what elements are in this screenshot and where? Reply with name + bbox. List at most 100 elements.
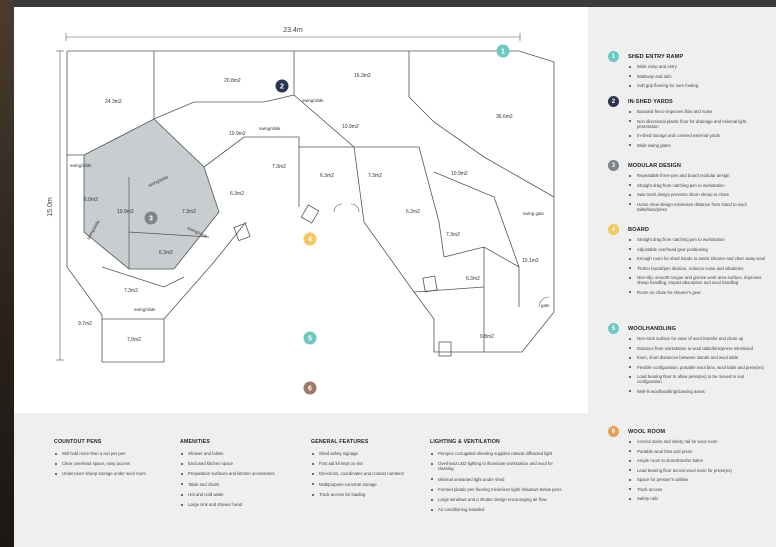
column-title: LIGHTING & VENTILATION <box>430 439 501 445</box>
marker-6 <box>303 381 317 395</box>
outer-wall-left <box>66 51 247 363</box>
list-item: Shower and toilets <box>180 451 300 456</box>
room-area: 6.0m2 <box>84 197 98 203</box>
list-item: Perspex corrugated sheeting supplies nat… <box>430 451 565 456</box>
column-title: COUNTOUT PENS <box>54 439 102 445</box>
list-item: Well-lit woolhandling/classing areas <box>628 389 768 394</box>
section-title: SHED ENTRY RAMP <box>628 53 684 60</box>
list-item: Straight drag from catching pen to works… <box>628 183 768 188</box>
room-area: 7.3m2 <box>368 173 382 179</box>
list-item: Ample room to store/transfer bales <box>628 458 768 463</box>
list-item: Flexible configuration, portable wool bi… <box>628 365 768 370</box>
section-number-badge: 1 <box>608 51 619 62</box>
room-area: 9.7m2 <box>78 321 92 327</box>
room-area: 9.8m2 <box>480 334 494 340</box>
marker-1 <box>496 44 510 58</box>
room-area: 36.6m2 <box>496 114 513 120</box>
room-area: 16.3m2 <box>354 73 371 79</box>
list-item: Wide swing gates <box>628 143 768 148</box>
list-item: Non directional plastic floor for draina… <box>628 119 768 129</box>
list-item: Undercover sheep storage under wool room <box>54 471 174 476</box>
list-item: Formed plastic pen flooring minimises li… <box>430 487 565 492</box>
background-photo-strip <box>0 0 14 547</box>
general-features-column: GENERAL FEATURES Shed safety signage Fir… <box>311 439 431 502</box>
list-item: In-shed storage and covered external yar… <box>628 133 768 138</box>
room-area: 7.3m2 <box>182 209 196 215</box>
column-title: GENERAL FEATURES <box>311 439 369 445</box>
room-area: 10.9m2 <box>117 209 134 215</box>
list-item: Enclosed kitchen space <box>180 461 300 466</box>
list-item: Large sink and shower head <box>180 502 300 507</box>
room-area: 6.3m2 <box>320 173 334 179</box>
list-item: Enough room for shed hands to assist she… <box>628 256 768 261</box>
swing-slide-label: swing/slide <box>70 163 92 168</box>
list-item: Boarded fence improves flow and noise <box>628 109 768 114</box>
list-item: Minimal unwanted light under shed <box>430 477 565 482</box>
section-number-badge: 5 <box>608 323 619 334</box>
list-item: Distance from workstation to wool table/… <box>628 346 768 351</box>
list-item: Straight drag from catching pen to works… <box>628 237 768 242</box>
list-item: Even, short distances between stands and… <box>628 355 768 360</box>
countout-pens-column: COUNTOUT PENS Will hold more than a run … <box>54 439 174 482</box>
legend-section-3: 3 MODULAR DESIGN Repeatable three pen and… <box>608 160 768 216</box>
width-dimension: 23.4m <box>283 27 303 34</box>
marker-2-number: 2 <box>280 84 284 91</box>
general-features-panel: COUNTOUT PENS Will hold more than a run … <box>14 413 588 547</box>
list-item: Non-stick surface for ease of wool trans… <box>628 336 768 341</box>
section-number-badge: 6 <box>608 426 619 437</box>
room-area: 7.3m2 <box>272 164 286 170</box>
column-title: AMENITIES <box>180 439 211 445</box>
list-item: Portable wool bins and press <box>628 449 768 454</box>
room-area: 7.0m2 <box>127 337 141 343</box>
section-number-badge: 3 <box>608 160 619 171</box>
room-area: 24.3m2 <box>105 99 122 105</box>
list-item: Overhead LED lighting to illuminate work… <box>430 461 565 471</box>
list-item: Saw tooth design prevents shorn sheep to… <box>628 192 768 197</box>
marker-4-number: 4 <box>308 237 312 244</box>
list-item: Preparation surfaces and kitchen accesso… <box>180 471 300 476</box>
list-item: Adjustable overhead gear positioning <box>628 247 768 252</box>
list-item: Room on chute for shearer's gear <box>628 290 768 295</box>
list-item: Horse shoe design minimises distance fro… <box>628 202 768 212</box>
list-item: Soft grip flooring for sure footing <box>628 83 768 88</box>
list-item: Access stairs and safety rail for wool r… <box>628 439 768 444</box>
swing-slide-label: swing/slide <box>302 98 324 103</box>
section-title: MODULAR DESIGN <box>628 162 681 169</box>
list-item: Truck access <box>628 487 768 492</box>
marker-1-number: 1 <box>501 49 505 56</box>
gate-label: gate <box>541 303 550 308</box>
section-title: WOOLHANDLING <box>628 325 677 332</box>
list-item: Space for presser's utilities <box>628 477 768 482</box>
list-item: Multipurpose concrete storage <box>311 482 431 487</box>
room-area: 10.9m2 <box>229 131 246 137</box>
list-item: First aid kit kept on site <box>311 461 431 466</box>
list-item: Truck access for loading <box>311 492 431 497</box>
list-item: Non-slip, smooth tongue and groove work … <box>628 275 768 285</box>
list-item: Repeatable three pen and board modular d… <box>628 173 768 178</box>
room-area: 6.3m2 <box>466 276 480 282</box>
legend-section-5: 5 WOOLHANDLING Non-stick surface for ease… <box>608 323 768 398</box>
list-item: Air conditioning installed <box>430 507 565 512</box>
list-item: Directions, coordinates and contact numb… <box>311 471 431 476</box>
list-item: Load bearing floor to allow press(es) to… <box>628 374 768 384</box>
room-area: 7.3m2 <box>124 288 138 294</box>
section-title: WOOL ROOM <box>628 428 666 435</box>
marker-3 <box>144 211 158 225</box>
list-item: Hot and cold water <box>180 492 300 497</box>
section-number-badge: 4 <box>608 224 619 235</box>
section-title: BOARD <box>628 226 650 233</box>
room-area: 10.1m2 <box>522 258 539 264</box>
room-area: 7.3m2 <box>446 232 460 238</box>
room-area: 6.3m2 <box>230 191 244 197</box>
marker-4 <box>303 232 317 246</box>
outer-wall-right <box>67 50 555 353</box>
room-area: 6.3m2 <box>159 250 173 256</box>
marker-2 <box>275 79 289 93</box>
list-item: Table and chairs <box>180 482 300 487</box>
room-area: 6.3m2 <box>406 209 420 215</box>
list-item: Safety rails <box>628 496 768 501</box>
section-title: IN-SHED YARDS <box>628 98 673 105</box>
lighting-ventilation-column: LIGHTING & VENTILATION Perspex corrugate… <box>430 439 565 517</box>
